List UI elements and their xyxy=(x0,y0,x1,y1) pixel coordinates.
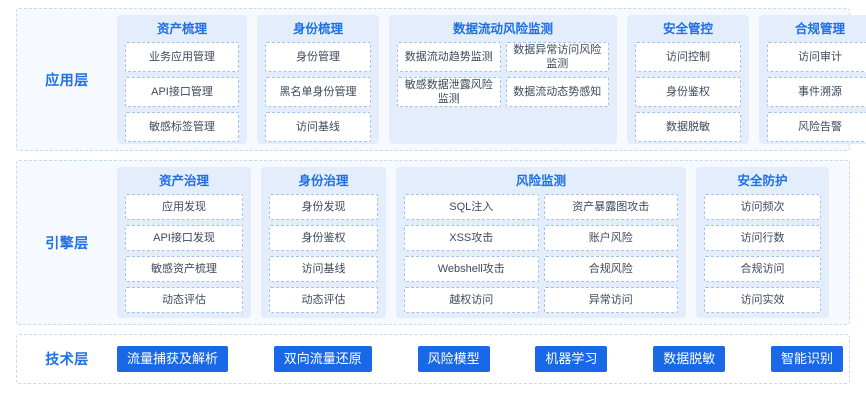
list-item[interactable]: 身份鉴权 xyxy=(269,225,378,251)
group-items-asset-governance: 应用发现 API接口发现 敏感资产梳理 动态评估 xyxy=(125,194,243,313)
group-title-asset-sorting: 资产梳理 xyxy=(156,22,207,36)
list-item[interactable]: 访问基线 xyxy=(269,256,378,282)
group-title-asset-governance: 资产治理 xyxy=(158,174,209,188)
group-title-identity-governance: 身份治理 xyxy=(298,174,349,188)
layer-label-application: 应用层 xyxy=(45,71,89,88)
group-title-identity-sorting: 身份梳理 xyxy=(292,22,343,36)
list-item[interactable]: 数据脱敏 xyxy=(635,112,741,142)
list-item[interactable]: 敏感资产梳理 xyxy=(125,256,243,282)
group-risk-monitoring: 风险监测 SQL注入 资产暴露图攻击 XSS攻击 账户风险 Webshell攻击… xyxy=(396,167,686,318)
list-item[interactable]: 应用发现 xyxy=(125,194,243,220)
list-item[interactable]: 账户风险 xyxy=(543,225,678,251)
group-asset-governance: 资产治理 应用发现 API接口发现 敏感资产梳理 动态评估 xyxy=(117,167,251,318)
group-title-data-flow-risk-monitoring: 数据流动风险监测 xyxy=(452,22,553,36)
list-item[interactable]: 数据流动趋势监测 xyxy=(397,42,501,72)
group-security-control: 安全管控 访问控制 身份鉴权 数据脱敏 xyxy=(627,15,749,144)
tech-button-machine-learning[interactable]: 机器学习 xyxy=(535,346,608,372)
list-item[interactable]: 访问行数 xyxy=(704,225,821,251)
list-item[interactable]: 身份鉴权 xyxy=(635,77,741,107)
list-item[interactable]: 业务应用管理 xyxy=(125,42,239,72)
layer-technology: 技术层 流量捕获及解析 双向流量还原 风险模型 机器学习 数据脱敏 智能识别 xyxy=(16,334,850,384)
group-items-risk-monitoring: SQL注入 资产暴露图攻击 XSS攻击 账户风险 Webshell攻击 合规风险… xyxy=(404,194,678,313)
group-title-compliance-management: 合规管理 xyxy=(794,22,845,36)
list-item[interactable]: 事件溯源 xyxy=(767,77,866,107)
list-item[interactable]: 敏感标签管理 xyxy=(125,112,239,142)
list-item[interactable]: 访问频次 xyxy=(704,194,821,220)
group-items-identity-governance: 身份发现 身份鉴权 访问基线 动态评估 xyxy=(269,194,378,313)
group-items-security-protection: 访问频次 访问行数 合规访问 访问实效 xyxy=(704,194,821,313)
group-title-risk-monitoring: 风险监测 xyxy=(515,174,566,188)
list-item[interactable]: 动态评估 xyxy=(269,287,378,313)
list-item[interactable]: 访问审计 xyxy=(767,42,866,72)
group-items-asset-sorting: 业务应用管理 API接口管理 敏感标签管理 xyxy=(125,42,239,142)
tech-button-traffic-capture[interactable]: 流量捕获及解析 xyxy=(117,346,229,372)
group-title-security-control: 安全管控 xyxy=(662,22,713,36)
group-identity-sorting: 身份梳理 身份管理 黑名单身份管理 访问基线 xyxy=(257,15,379,144)
list-item[interactable]: 黑名单身份管理 xyxy=(265,77,371,107)
list-item[interactable]: 身份发现 xyxy=(269,194,378,220)
layer-body-engine: 资产治理 应用发现 API接口发现 敏感资产梳理 动态评估 身份治理 身份发现 … xyxy=(117,161,849,324)
list-item[interactable]: SQL注入 xyxy=(404,194,539,220)
list-item[interactable]: 风险告警 xyxy=(767,112,866,142)
group-security-protection: 安全防护 访问频次 访问行数 合规访问 访问实效 xyxy=(696,167,829,318)
tech-button-bidirectional-traffic-restore[interactable]: 双向流量还原 xyxy=(273,346,372,372)
list-item[interactable]: 合规风险 xyxy=(543,256,678,282)
layer-engine: 引擎层 资产治理 应用发现 API接口发现 敏感资产梳理 动态评估 身份治理 身… xyxy=(16,160,850,325)
group-items-compliance-management: 访问审计 事件溯源 风险告警 xyxy=(767,42,866,142)
list-item[interactable]: 访问基线 xyxy=(265,112,371,142)
group-items-security-control: 访问控制 身份鉴权 数据脱敏 xyxy=(635,42,741,142)
list-item[interactable]: 数据异常访问风险监测 xyxy=(505,42,609,72)
group-title-security-protection: 安全防护 xyxy=(737,174,788,188)
list-item[interactable]: 访问控制 xyxy=(635,42,741,72)
layer-label-technology: 技术层 xyxy=(45,351,89,367)
layer-body-application: 资产梳理 业务应用管理 API接口管理 敏感标签管理 身份梳理 身份管理 黑名单… xyxy=(117,9,866,150)
list-item[interactable]: 异常访问 xyxy=(543,287,678,313)
list-item[interactable]: 越权访问 xyxy=(404,287,539,313)
list-item[interactable]: 身份管理 xyxy=(265,42,371,72)
group-items-data-flow-risk-monitoring: 数据流动趋势监测 数据异常访问风险监测 敏感数据泄露风险监测 数据流动态势感知 xyxy=(397,42,609,136)
list-item[interactable]: 合规访问 xyxy=(704,256,821,282)
list-item[interactable]: 访问实效 xyxy=(704,287,821,313)
group-data-flow-risk-monitoring: 数据流动风险监测 数据流动趋势监测 数据异常访问风险监测 敏感数据泄露风险监测 … xyxy=(389,15,617,144)
layer-body-technology: 流量捕获及解析 双向流量还原 风险模型 机器学习 数据脱敏 智能识别 xyxy=(117,346,849,372)
layer-application: 应用层 资产梳理 业务应用管理 API接口管理 敏感标签管理 身份梳理 身份管理… xyxy=(16,8,866,151)
list-item[interactable]: API接口发现 xyxy=(125,225,243,251)
list-item[interactable]: XSS攻击 xyxy=(404,225,539,251)
tech-button-data-masking[interactable]: 数据脱敏 xyxy=(653,346,726,372)
tech-button-intelligent-recognition[interactable]: 智能识别 xyxy=(770,346,843,372)
list-item[interactable]: 敏感数据泄露风险监测 xyxy=(397,77,501,107)
group-identity-governance: 身份治理 身份发现 身份鉴权 访问基线 动态评估 xyxy=(261,167,386,318)
group-items-identity-sorting: 身份管理 黑名单身份管理 访问基线 xyxy=(265,42,371,142)
tech-button-risk-model[interactable]: 风险模型 xyxy=(417,346,490,372)
list-item[interactable]: Webshell攻击 xyxy=(404,256,539,282)
group-compliance-management: 合规管理 访问审计 事件溯源 风险告警 xyxy=(759,15,866,144)
list-item[interactable]: API接口管理 xyxy=(125,77,239,107)
group-asset-sorting: 资产梳理 业务应用管理 API接口管理 敏感标签管理 xyxy=(117,15,247,144)
layer-label-engine: 引擎层 xyxy=(45,234,89,251)
list-item[interactable]: 动态评估 xyxy=(125,287,243,313)
list-item[interactable]: 资产暴露图攻击 xyxy=(543,194,678,220)
list-item[interactable]: 数据流动态势感知 xyxy=(505,77,609,107)
